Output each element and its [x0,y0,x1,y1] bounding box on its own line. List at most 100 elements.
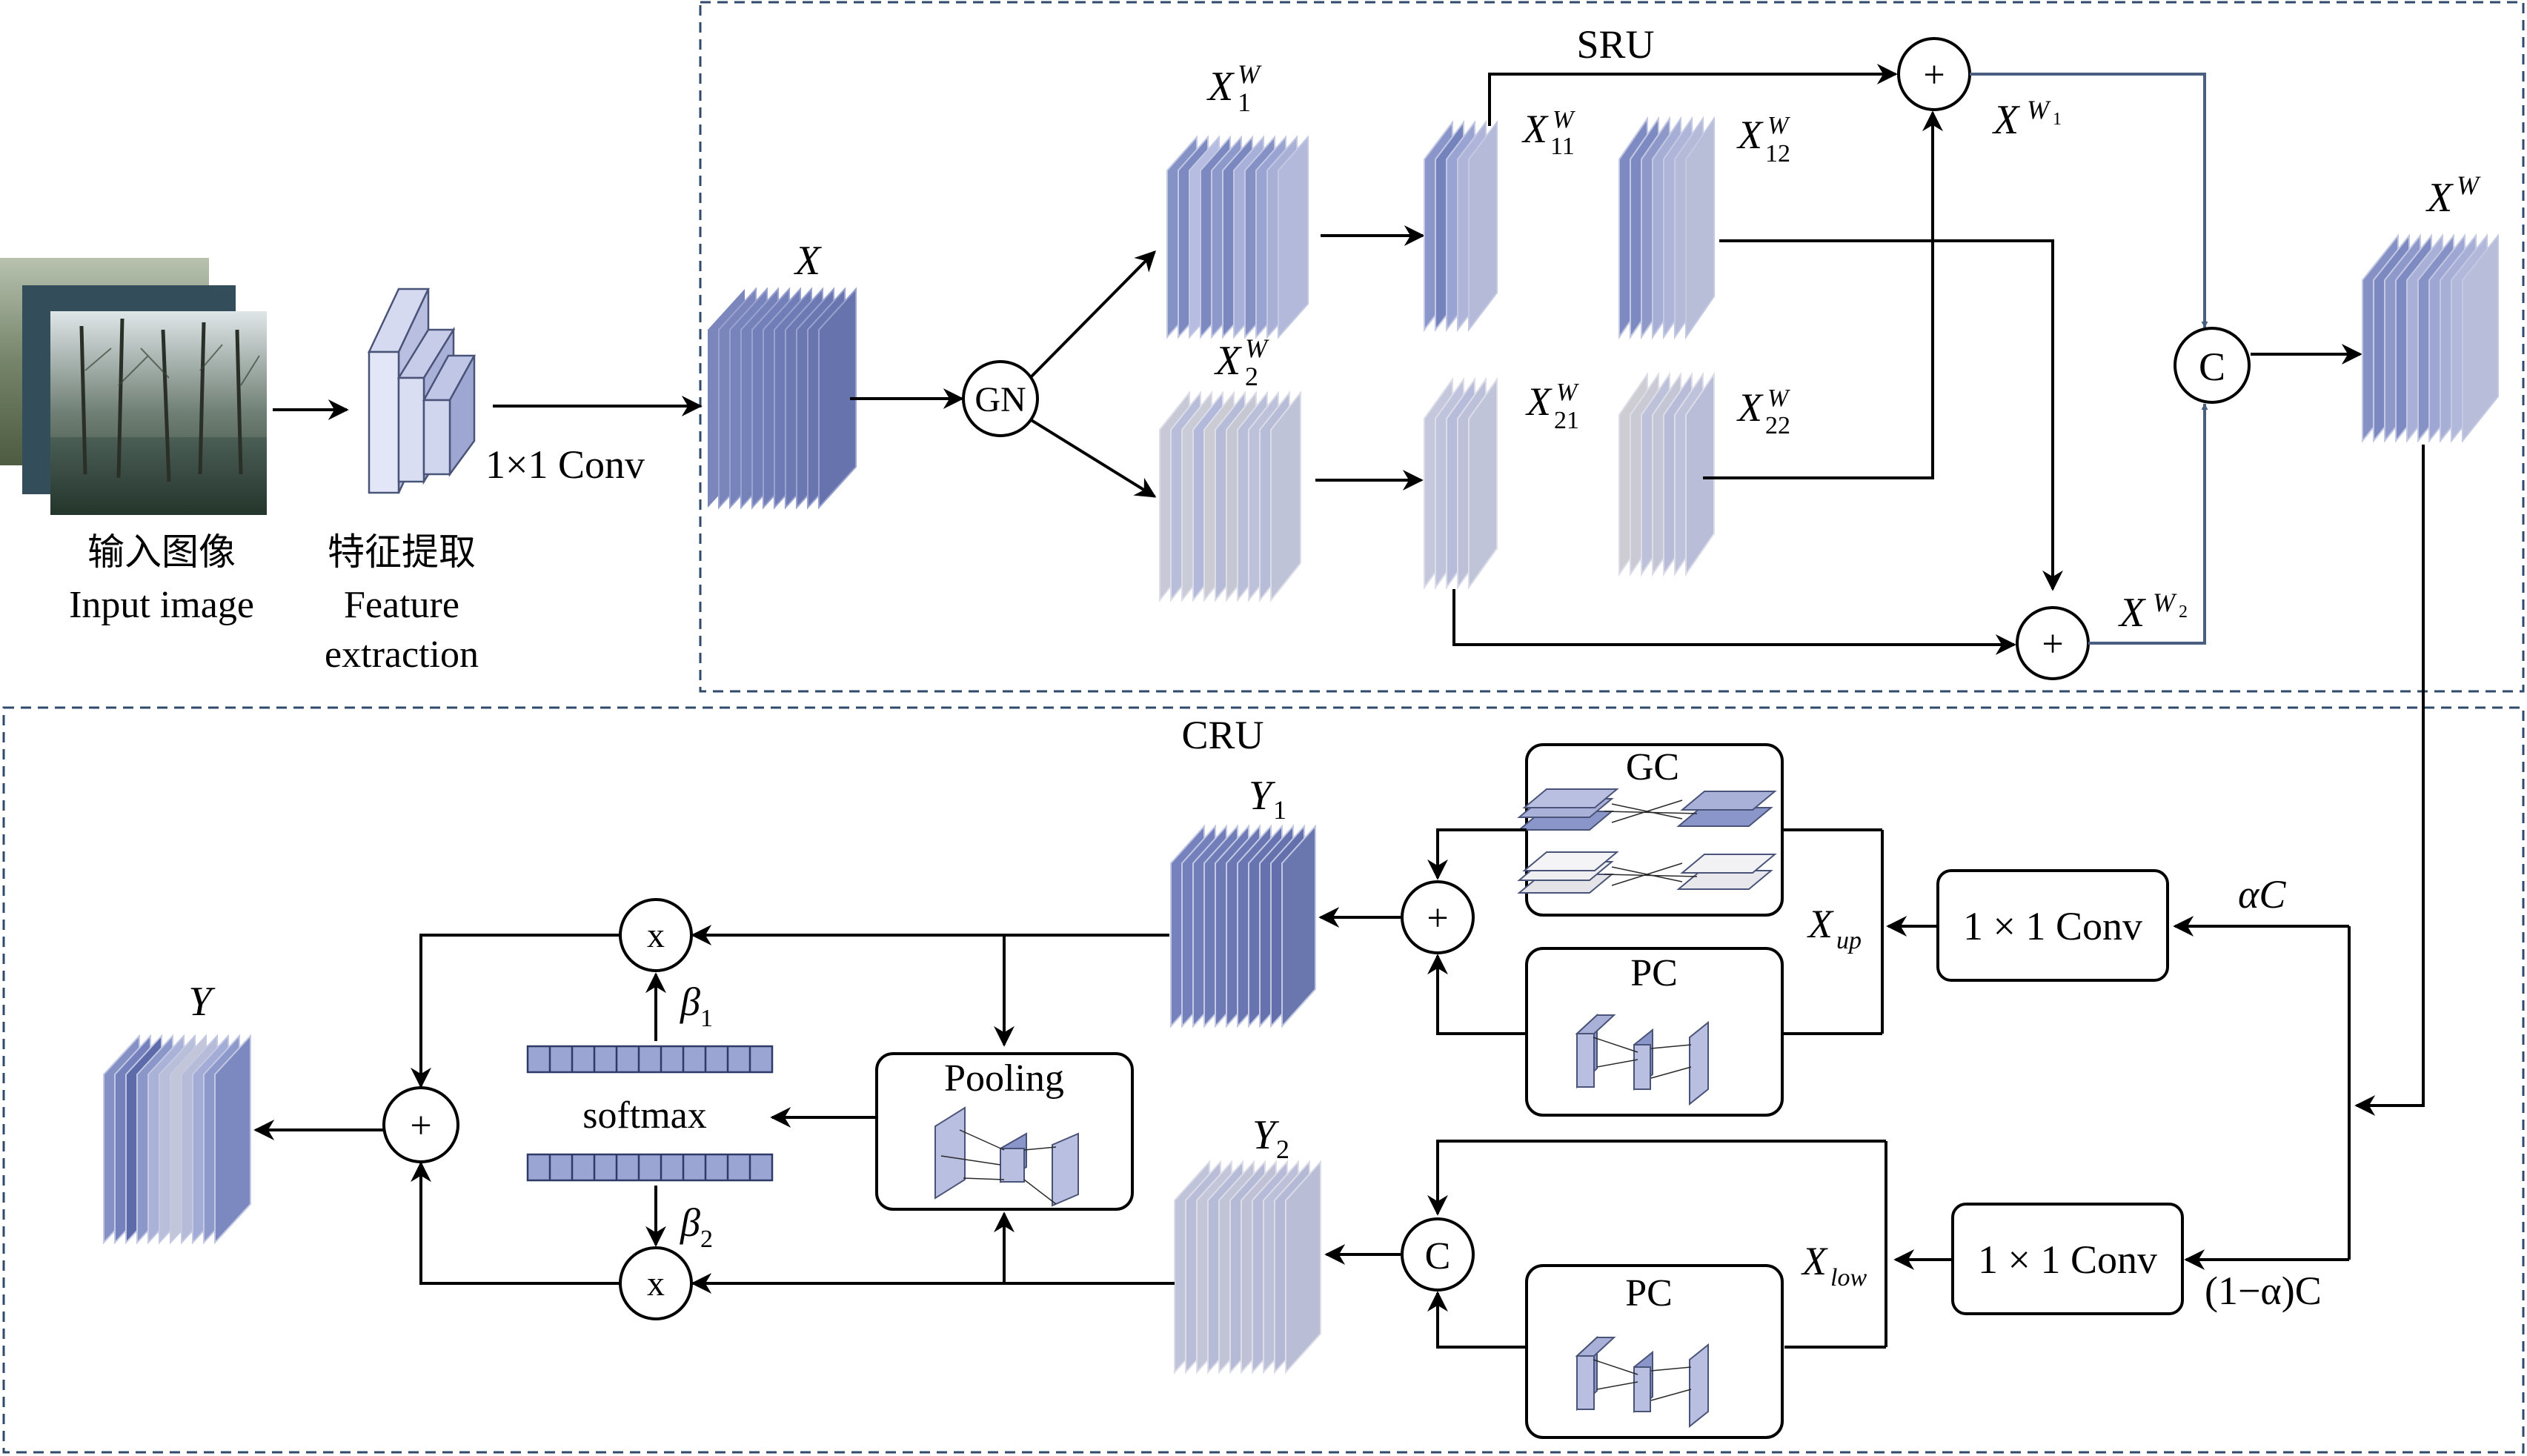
input-label-en: Input image [69,584,254,626]
y1-label: Y 1 [1249,773,1286,825]
alpha-c-label: αC [2238,872,2286,917]
plus-node-cru-upper [1401,880,1475,954]
input-label-cn: 输入图像 [87,531,236,574]
feature-label-en-1: Feature [344,584,459,626]
feature-label-cn: 特征提取 [328,531,476,574]
concat-node-cru [1401,1217,1475,1292]
x1w-label: X W 1 [1206,59,1262,117]
arrow-gn-to-x2w [1029,418,1157,498]
svg-text:11: 11 [1550,133,1575,160]
y1-feature-stack [1170,824,1316,1028]
conv-low-label: 1 × 1 Conv [1978,1237,2157,1282]
pc-upper-conv-icon [1575,1013,1709,1106]
svg-text:W: W [1238,59,1262,89]
svg-text:X: X [1525,379,1553,424]
plus-node-final [382,1086,459,1163]
svg-text:X: X [1214,338,1243,384]
xlow-label: X low [1801,1239,1867,1292]
beta1-label: β 1 [680,980,713,1032]
concat-cru-symbol: C [1425,1235,1451,1277]
svg-text:X: X [1206,64,1235,110]
xw1-label: X W 1 [1992,95,2062,143]
input-photo-front [50,311,267,515]
connector-x21-to-plus-bottom [1452,589,2016,655]
svg-text:2: 2 [1276,1134,1289,1164]
pooling-label: Pooling [944,1057,1064,1100]
beta1-vector [526,1045,774,1074]
svg-text:W: W [2153,588,2177,617]
y-output-stack [103,1034,251,1245]
svg-text:X: X [2118,590,2147,636]
connector-plus-top-to-concat [1970,73,2208,328]
x1w-feature-stack [1166,135,1309,339]
svg-text:X: X [1807,902,1834,946]
gn-node [962,360,1039,437]
plus-top-symbol: + [1923,54,1945,96]
connector-pc-lower-to-concat [1427,1291,1527,1349]
x21-label: X W 21 [1525,379,1579,434]
svg-text:W: W [1767,112,1790,139]
concat-node-sru [2174,327,2251,404]
x2w-label: X W 2 [1214,333,1269,391]
x11-feature-stack [1424,120,1498,332]
connector-xw-to-cru-split [2354,445,2425,1116]
gc-label: GC [1626,746,1679,788]
connector-x11-to-plus-top [1488,64,1898,126]
x21-feature-stack [1424,376,1498,591]
connector-x22-to-plus-top [1703,110,1943,479]
x22-feature-stack [1618,371,1715,577]
gc-group-conv-icon [1517,788,1777,894]
svg-text:2: 2 [2179,602,2188,622]
x-label: X [794,238,823,284]
svg-text:X: X [1736,113,1764,157]
svg-text:2: 2 [700,1226,713,1253]
svg-text:W: W [1556,379,1579,406]
x12-label: X W 12 [1736,112,1790,167]
cru-region-border [2,706,2525,1454]
connector-mult-bottom-to-final-plus [411,1161,620,1285]
x-feature-stack [708,287,857,510]
pc-lower-conv-icon [1575,1335,1709,1429]
svg-text:W: W [2027,95,2051,124]
svg-text:X: X [1801,1239,1828,1283]
svg-text:W: W [1553,106,1575,133]
connector-plus-bottom-to-concat [2088,403,2208,645]
mult-bottom-symbol: x [647,1264,665,1303]
pooling-icon [934,1106,1079,1207]
feature-extraction-blocks [368,287,476,494]
sru-region-border [699,1,2525,693]
xw-feature-stack [2362,233,2499,443]
svg-text:12: 12 [1765,140,1790,167]
conv-up-label: 1 × 1 Conv [1963,904,2142,948]
svg-text:X: X [1736,385,1764,430]
svg-text:Y: Y [1249,773,1276,819]
y-output-label: Y [188,979,216,1025]
connector-gc-to-plus [1427,828,1527,880]
xup-label: X up [1807,902,1862,954]
plus-cru-upper-symbol: + [1427,897,1448,940]
arrow-gn-to-x1w [1029,250,1156,379]
svg-text:1: 1 [2053,110,2062,129]
svg-text:X: X [2425,175,2454,221]
xw2-label: X W 2 [2118,588,2188,636]
svg-text:1: 1 [1273,795,1286,825]
connector-mult-top-to-final-plus [411,934,620,1088]
xw-label: X W [2425,170,2481,221]
svg-text:β: β [680,1200,700,1245]
svg-text:Y: Y [1252,1112,1280,1158]
plus-final-symbol: + [410,1105,431,1147]
x22-label: X W 22 [1736,385,1790,439]
concat-sru-symbol: C [2199,345,2225,389]
input-image-stack [0,258,267,515]
svg-text:X: X [1992,97,2021,143]
svg-text:2: 2 [1245,362,1258,391]
svg-text:W: W [1767,385,1790,412]
beta2-label: β 2 [680,1200,713,1253]
svg-text:W: W [2457,170,2481,200]
conv-1x1-label: 1×1 Conv [485,442,645,487]
gn-label: GN [974,380,1026,419]
plus-bottom-symbol: + [2042,623,2063,665]
cru-title: CRU [1181,713,1264,757]
connector-xlow-to-concat [1427,1140,1886,1216]
